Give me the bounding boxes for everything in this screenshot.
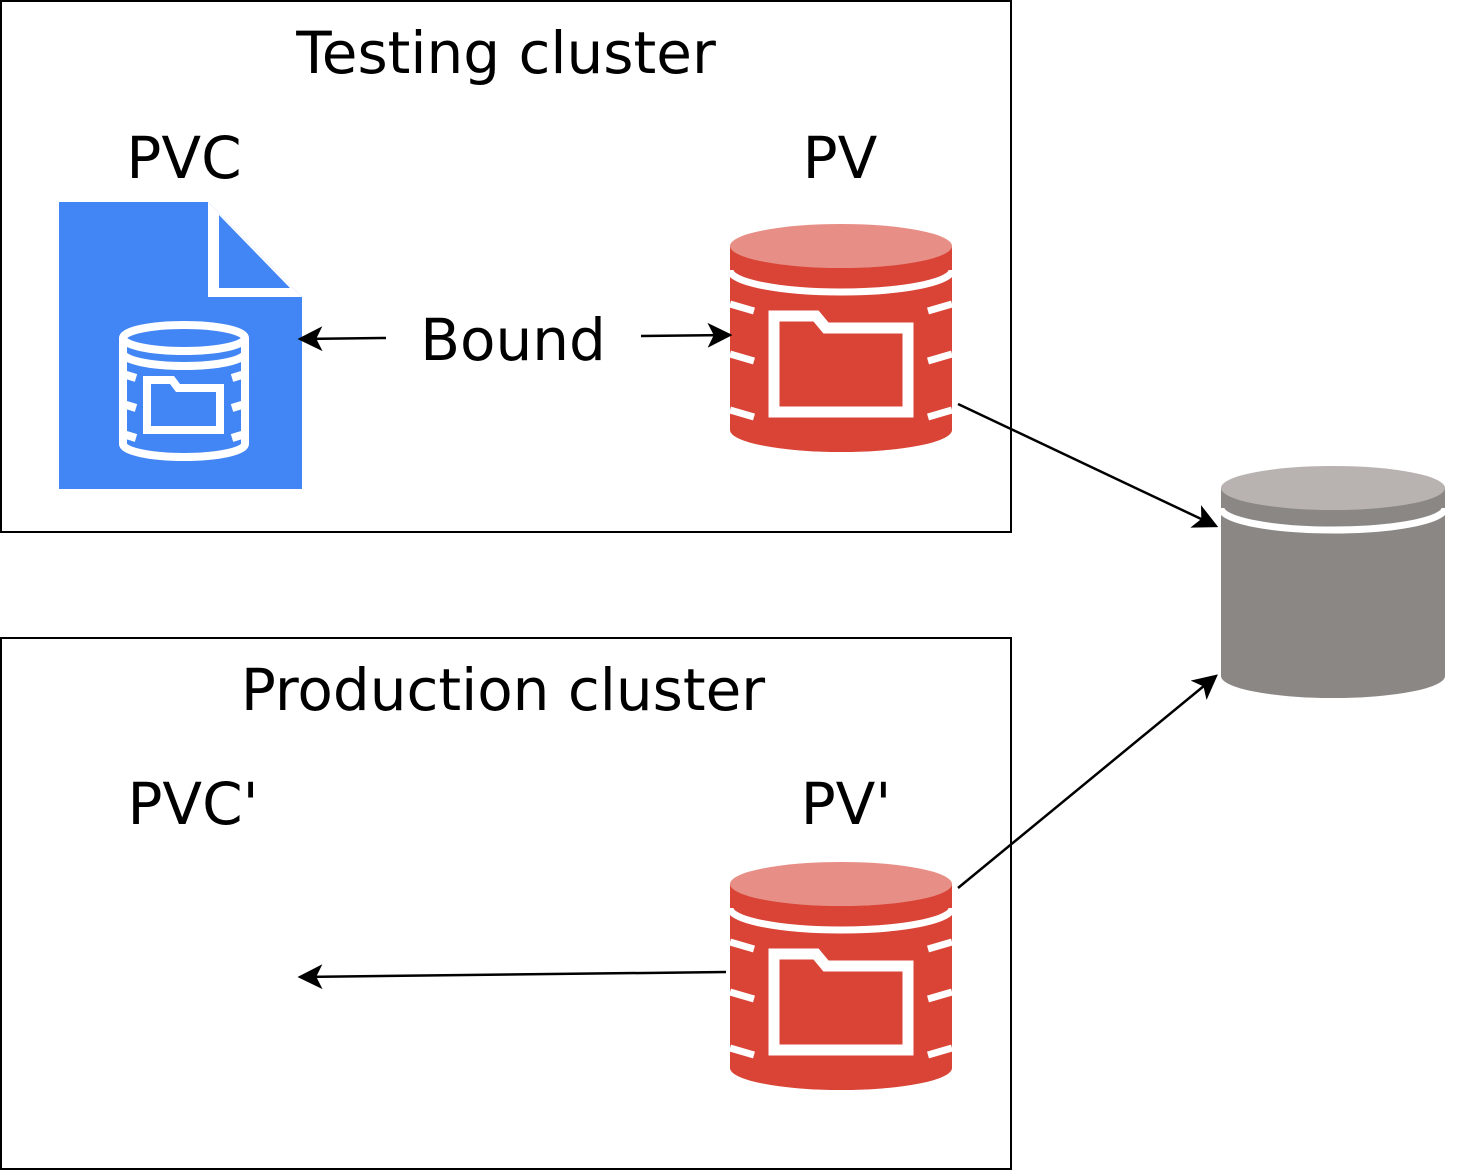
bound-arrow-to-pv [640, 322, 733, 348]
pvc-document-icon [59, 202, 302, 489]
testing-cluster: Testing cluster PVC PV [0, 0, 1012, 533]
pvc-label: PVC [126, 124, 241, 192]
pv-to-storage-arrow [957, 402, 1219, 528]
production-cluster: Production cluster PVC' PV' [0, 637, 1012, 1170]
pv-prime-cylinder-icon [730, 862, 952, 1090]
production-cluster-title: Production cluster [241, 656, 765, 724]
bound-label: Bound [420, 306, 606, 374]
pv-prime-to-storage-arrow [957, 674, 1218, 889]
pv-label: PV [803, 124, 878, 192]
pvc-prime-label: PVC' [127, 770, 258, 838]
pv-prime-to-pvc-prime-arrow [297, 964, 727, 990]
pv-prime-label: PV' [801, 770, 892, 838]
pv-cylinder-icon [730, 224, 952, 452]
bound-arrow-to-pvc [297, 326, 387, 352]
testing-cluster-title: Testing cluster [295, 19, 716, 87]
storage-cylinder-icon [1217, 466, 1449, 698]
